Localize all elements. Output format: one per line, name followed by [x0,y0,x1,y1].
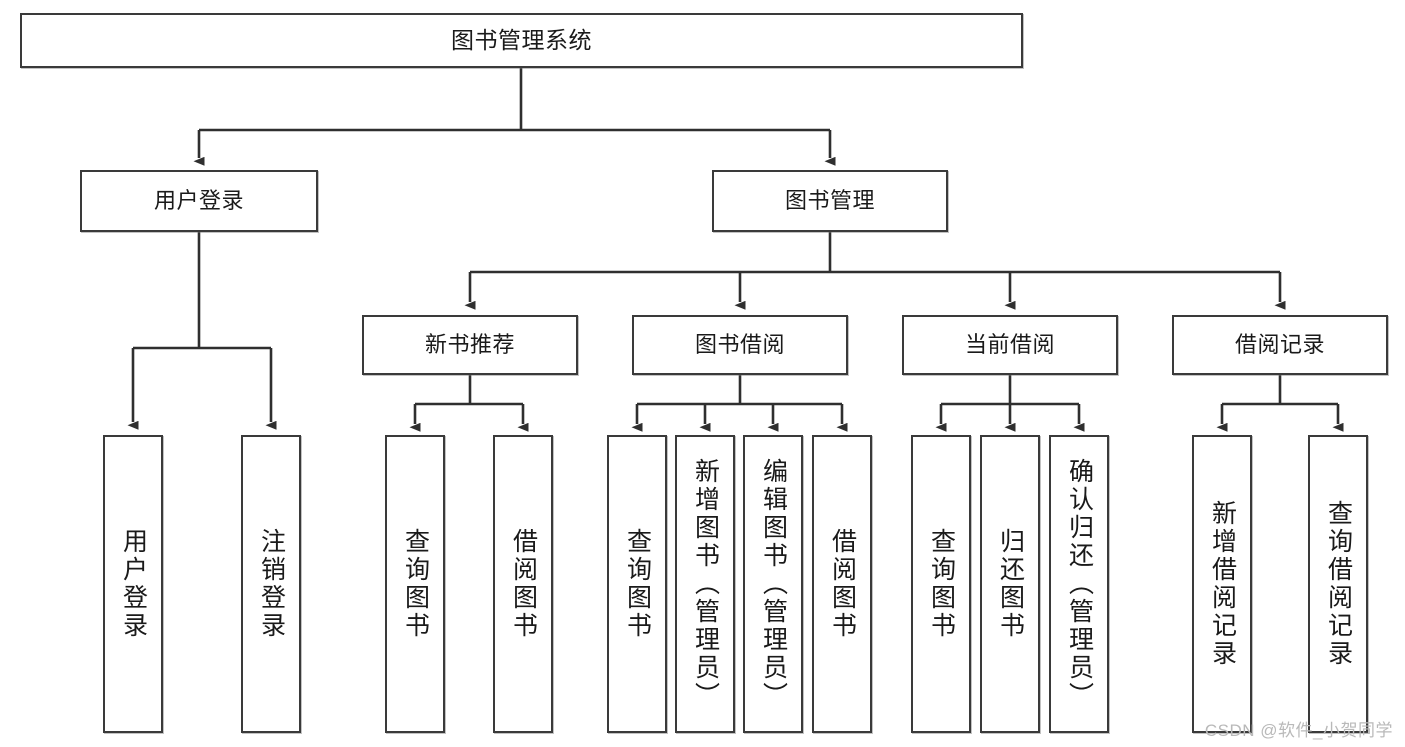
leaf-query-borrow-record-label: 查询借阅记录 [1324,500,1353,668]
node-book-borrow[interactable]: 图书借阅 [632,315,848,375]
leaf-query-book-1[interactable]: 查询图书 [385,435,445,733]
leaf-edit-book[interactable]: 编辑图书（管理员） [743,435,803,733]
node-borrow-record-label: 借阅记录 [1234,331,1325,357]
node-current-borrow[interactable]: 当前借阅 [902,315,1118,375]
node-current-borrow-label: 当前借阅 [964,331,1055,357]
leaf-confirm-return-label: 确认归还（管理员） [1065,458,1094,710]
watermark-text: CSDN @软件_小贺同学 [1204,721,1393,740]
leaf-query-borrow-record[interactable]: 查询借阅记录 [1308,435,1368,733]
node-book-borrow-label: 图书借阅 [694,331,785,357]
leaf-query-book-2[interactable]: 查询图书 [607,435,667,733]
leaf-return-book-label: 归还图书 [996,528,1025,640]
node-root-system-label: 图书管理系统 [451,26,592,53]
leaf-edit-book-label: 编辑图书（管理员） [759,458,788,710]
leaf-return-book[interactable]: 归还图书 [980,435,1040,733]
leaf-borrow-book-2-label: 借阅图书 [828,528,857,640]
node-book-manage[interactable]: 图书管理 [712,170,948,232]
leaf-confirm-return[interactable]: 确认归还（管理员） [1049,435,1109,733]
node-book-manage-label: 图书管理 [784,187,875,213]
leaf-user-login-label: 用户登录 [119,528,148,640]
leaf-add-book[interactable]: 新增图书（管理员） [675,435,735,733]
node-user-login-label: 用户登录 [153,187,244,213]
leaf-logout-login[interactable]: 注销登录 [241,435,301,733]
node-new-book-recommend-label: 新书推荐 [424,331,515,357]
leaf-query-book-3-label: 查询图书 [927,528,956,640]
leaf-borrow-book-1-label: 借阅图书 [509,528,538,640]
leaf-user-login[interactable]: 用户登录 [103,435,163,733]
node-user-login[interactable]: 用户登录 [80,170,318,232]
leaf-borrow-book-1[interactable]: 借阅图书 [493,435,553,733]
node-new-book-recommend[interactable]: 新书推荐 [362,315,578,375]
leaf-borrow-book-2[interactable]: 借阅图书 [812,435,872,733]
leaf-query-book-1-label: 查询图书 [401,528,430,640]
node-root-system[interactable]: 图书管理系统 [20,13,1023,68]
leaf-query-book-3[interactable]: 查询图书 [911,435,971,733]
leaf-query-book-2-label: 查询图书 [623,528,652,640]
leaf-add-borrow-record-label: 新增借阅记录 [1208,500,1237,668]
leaf-logout-login-label: 注销登录 [257,528,286,640]
node-borrow-record[interactable]: 借阅记录 [1172,315,1388,375]
leaf-add-borrow-record[interactable]: 新增借阅记录 [1192,435,1252,733]
leaf-add-book-label: 新增图书（管理员） [691,458,720,710]
